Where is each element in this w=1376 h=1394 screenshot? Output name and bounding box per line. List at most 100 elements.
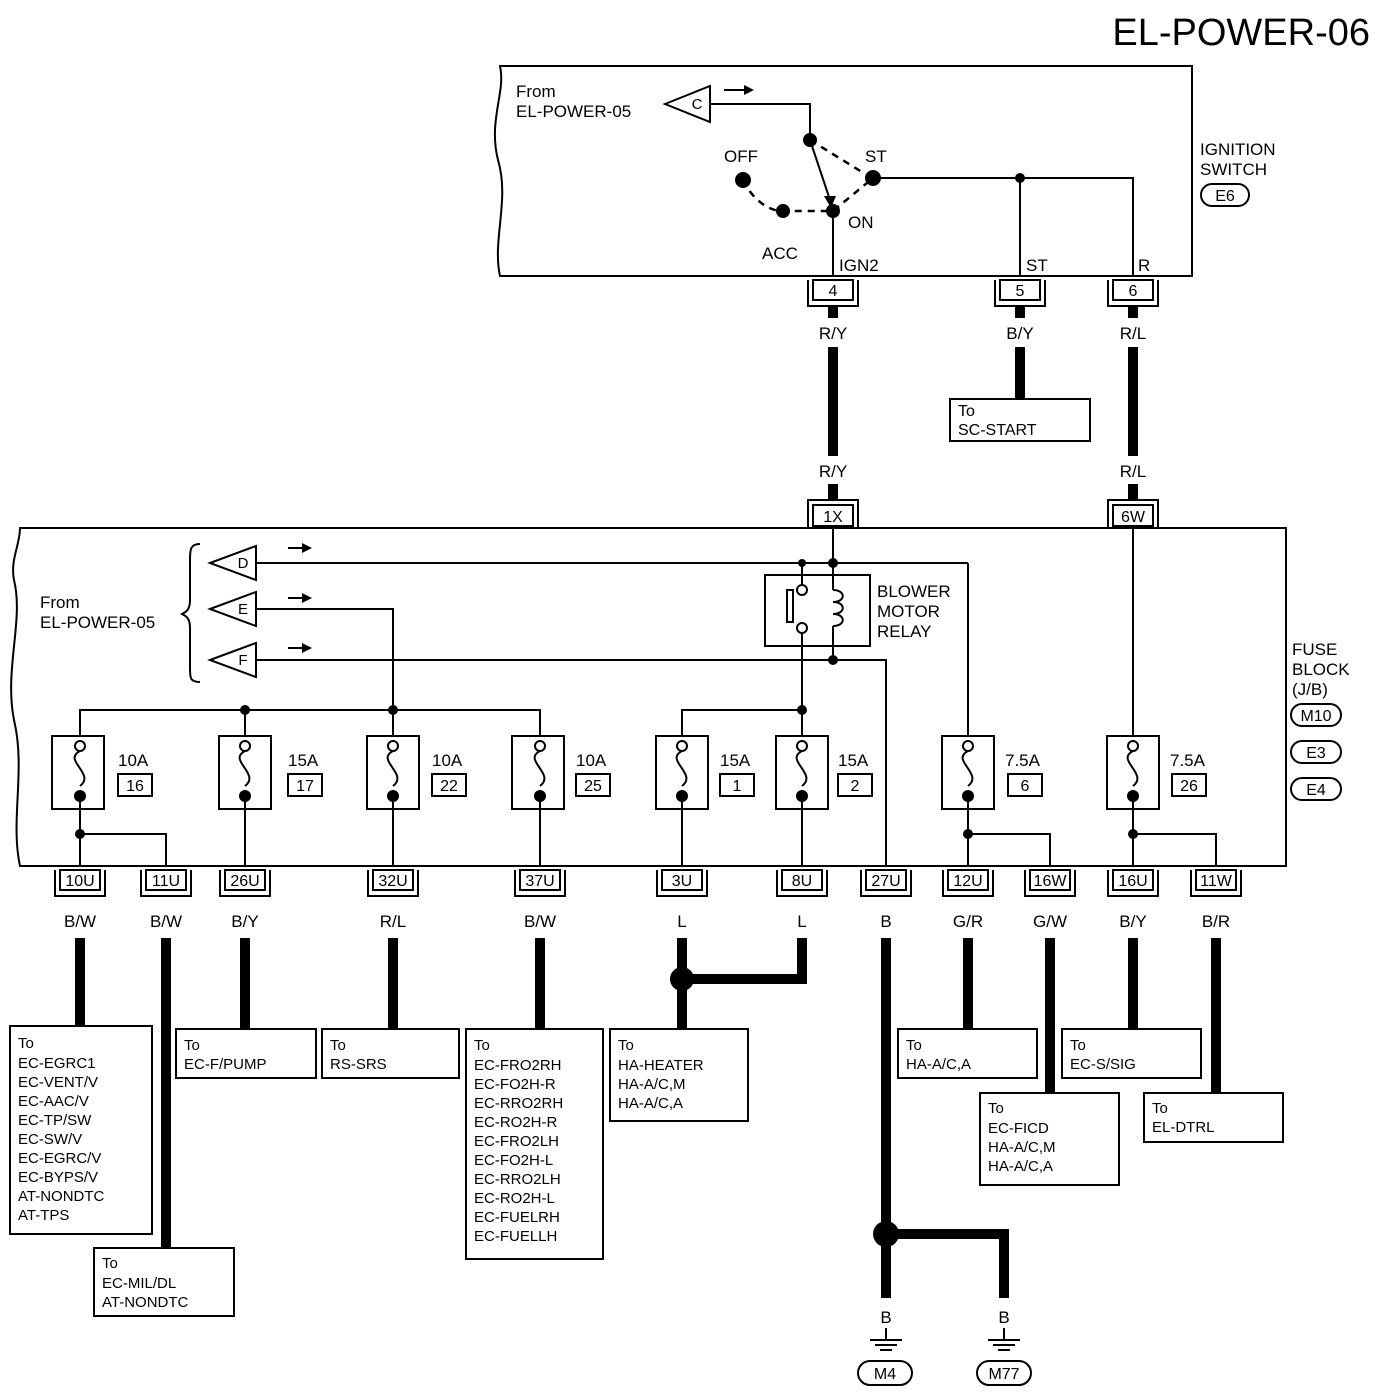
pos-acc: ACC	[762, 244, 798, 263]
wire-label-32u: R/L	[380, 912, 406, 931]
svg-text:26U: 26U	[230, 873, 259, 890]
fuse-2: 15A 2	[775, 735, 873, 810]
svg-text:15A: 15A	[838, 751, 869, 770]
svg-text:AT-TPS: AT-TPS	[18, 1207, 69, 1224]
destination-16w: To EC-FICD HA-A/C,M HA-A/C,A	[979, 1092, 1120, 1186]
svg-text:To: To	[1070, 1037, 1086, 1054]
connector-pin-11w: 11W	[1190, 869, 1242, 897]
wire-ground-m77	[886, 1229, 1009, 1298]
junction-dot	[1015, 173, 1025, 183]
wire-label-rl-bottom: R/L	[1120, 462, 1146, 481]
svg-text:17: 17	[296, 778, 314, 795]
svg-text:27U: 27U	[871, 873, 900, 890]
ground-connector-m4: M4	[857, 1360, 913, 1386]
svg-text:EC-AAC/V: EC-AAC/V	[18, 1093, 89, 1110]
arrow-icon	[724, 85, 754, 95]
destination-11w: To EL-DTRL	[1143, 1092, 1284, 1143]
svg-text:EC-VENT/V: EC-VENT/V	[18, 1074, 98, 1091]
ign-from-label-line1: From	[516, 82, 556, 101]
svg-text:8U: 8U	[792, 873, 812, 890]
arrow-icon	[288, 643, 312, 653]
svg-text:3U: 3U	[672, 873, 692, 890]
wire-fuse16-to-11u	[80, 833, 167, 866]
svg-text:6: 6	[1129, 283, 1138, 300]
svg-text:32U: 32U	[378, 873, 407, 890]
ignition-switch-outline	[494, 65, 1193, 277]
svg-text:F: F	[238, 652, 247, 669]
svg-text:7.5A: 7.5A	[1170, 751, 1206, 770]
destination-11u: To EC-MIL/DL AT-NONDTC	[93, 1247, 235, 1317]
splice-dot	[670, 967, 694, 991]
wire-label-11w: B/R	[1202, 912, 1230, 931]
fuse-26: 7.5A 26	[1106, 735, 1207, 810]
svg-text:6: 6	[1021, 778, 1030, 795]
svg-text:10A: 10A	[118, 751, 149, 770]
svg-text:EC-S/SIG: EC-S/SIG	[1070, 1056, 1136, 1073]
svg-text:To: To	[18, 1035, 34, 1052]
relay-label-line3: RELAY	[877, 622, 932, 641]
destination-12u: To HA-A/C,A	[897, 1028, 1038, 1079]
svg-text:EC-FRO2LH: EC-FRO2LH	[474, 1133, 559, 1150]
connector-pin-26u: 26U	[219, 869, 271, 897]
svg-text:D: D	[238, 555, 249, 572]
svg-text:11W: 11W	[1200, 873, 1233, 890]
svg-text:EC-FUELLH: EC-FUELLH	[474, 1228, 557, 1245]
svg-text:To: To	[958, 403, 975, 420]
wire-label-12u: G/R	[953, 912, 983, 931]
wire-label-ry-bottom: R/Y	[819, 462, 847, 481]
connector-pin-4: 4	[807, 279, 859, 307]
svg-text:5: 5	[1016, 283, 1025, 300]
wire-label-26u: B/Y	[231, 912, 258, 931]
svg-text:To: To	[1152, 1100, 1168, 1117]
wire-label-27u: B	[880, 912, 891, 931]
connector-pin-3u: 3U	[656, 869, 708, 897]
blower-motor-relay	[764, 574, 871, 647]
connector-pin-27u: 27U	[860, 869, 912, 897]
wire-f-line	[256, 659, 887, 866]
wire-e-line	[256, 608, 394, 742]
svg-text:EC-F/PUMP: EC-F/PUMP	[184, 1056, 267, 1073]
svg-text:22: 22	[440, 778, 458, 795]
svg-text:4: 4	[829, 283, 838, 300]
ignition-switch-label-line1: IGNITION	[1200, 140, 1276, 159]
connector-pin-37u: 37U	[514, 869, 566, 897]
wire-label-ground-m4: B	[880, 1308, 891, 1327]
svg-text:EC-BYPS/V: EC-BYPS/V	[18, 1169, 98, 1186]
relay-label-line2: MOTOR	[877, 602, 940, 621]
svg-text:M4: M4	[874, 1366, 896, 1383]
svg-text:10A: 10A	[576, 751, 607, 770]
wire-label-rl-top: R/L	[1120, 324, 1146, 343]
switch-arc-dashed	[741, 177, 874, 213]
ground-icon	[870, 1328, 902, 1351]
svg-text:E: E	[238, 601, 248, 618]
arrow-icon	[288, 593, 312, 603]
ign-from-label-line2: EL-POWER-05	[516, 102, 631, 121]
ignition-switch-connector-badge: E6	[1200, 183, 1250, 207]
wire-label-ry-top: R/Y	[819, 324, 847, 343]
svg-text:EC-FUELRH: EC-FUELRH	[474, 1209, 560, 1226]
junction-dot	[798, 559, 806, 567]
svg-text:EL-DTRL: EL-DTRL	[1152, 1119, 1215, 1136]
svg-text:6W: 6W	[1121, 509, 1146, 526]
svg-text:15A: 15A	[288, 751, 319, 770]
svg-text:To: To	[618, 1037, 634, 1054]
svg-text:16U: 16U	[1118, 873, 1147, 890]
junction-dot	[388, 705, 398, 715]
svg-text:25: 25	[584, 778, 602, 795]
svg-text:HA-HEATER: HA-HEATER	[618, 1057, 704, 1074]
wire-label-by: B/Y	[1006, 324, 1033, 343]
wire-label-37u: B/W	[524, 912, 556, 931]
fuse-16: 10A 16	[51, 735, 153, 810]
wire-8u	[682, 938, 807, 984]
svg-text:EC-EGRC/V: EC-EGRC/V	[18, 1150, 101, 1167]
destination-3u-8u: To HA-HEATER HA-A/C,M HA-A/C,A	[609, 1028, 749, 1122]
destination-sc-start: To SC-START	[949, 398, 1091, 442]
svg-text:To: To	[330, 1037, 346, 1054]
svg-text:E3: E3	[1306, 745, 1326, 762]
svg-text:16W: 16W	[1034, 873, 1068, 890]
destination-16u: To EC-S/SIG	[1061, 1028, 1202, 1079]
junction-dot	[797, 705, 807, 715]
connector-ref-d: D	[207, 544, 257, 582]
wire-label-16w: G/W	[1033, 912, 1067, 931]
svg-text:12U: 12U	[953, 873, 982, 890]
